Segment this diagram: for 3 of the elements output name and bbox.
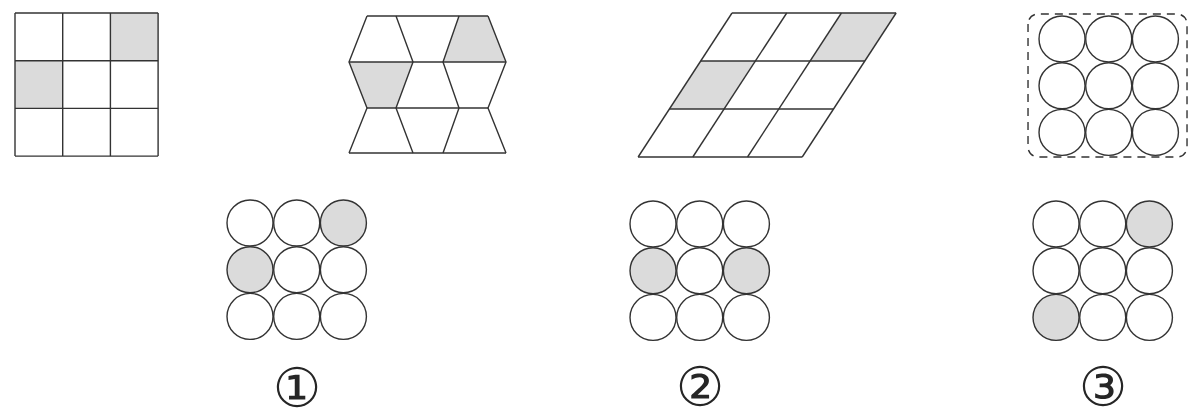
- option-number: ③: [1082, 365, 1124, 407]
- option-number: ①: [276, 366, 318, 408]
- option-number: ②: [679, 365, 721, 407]
